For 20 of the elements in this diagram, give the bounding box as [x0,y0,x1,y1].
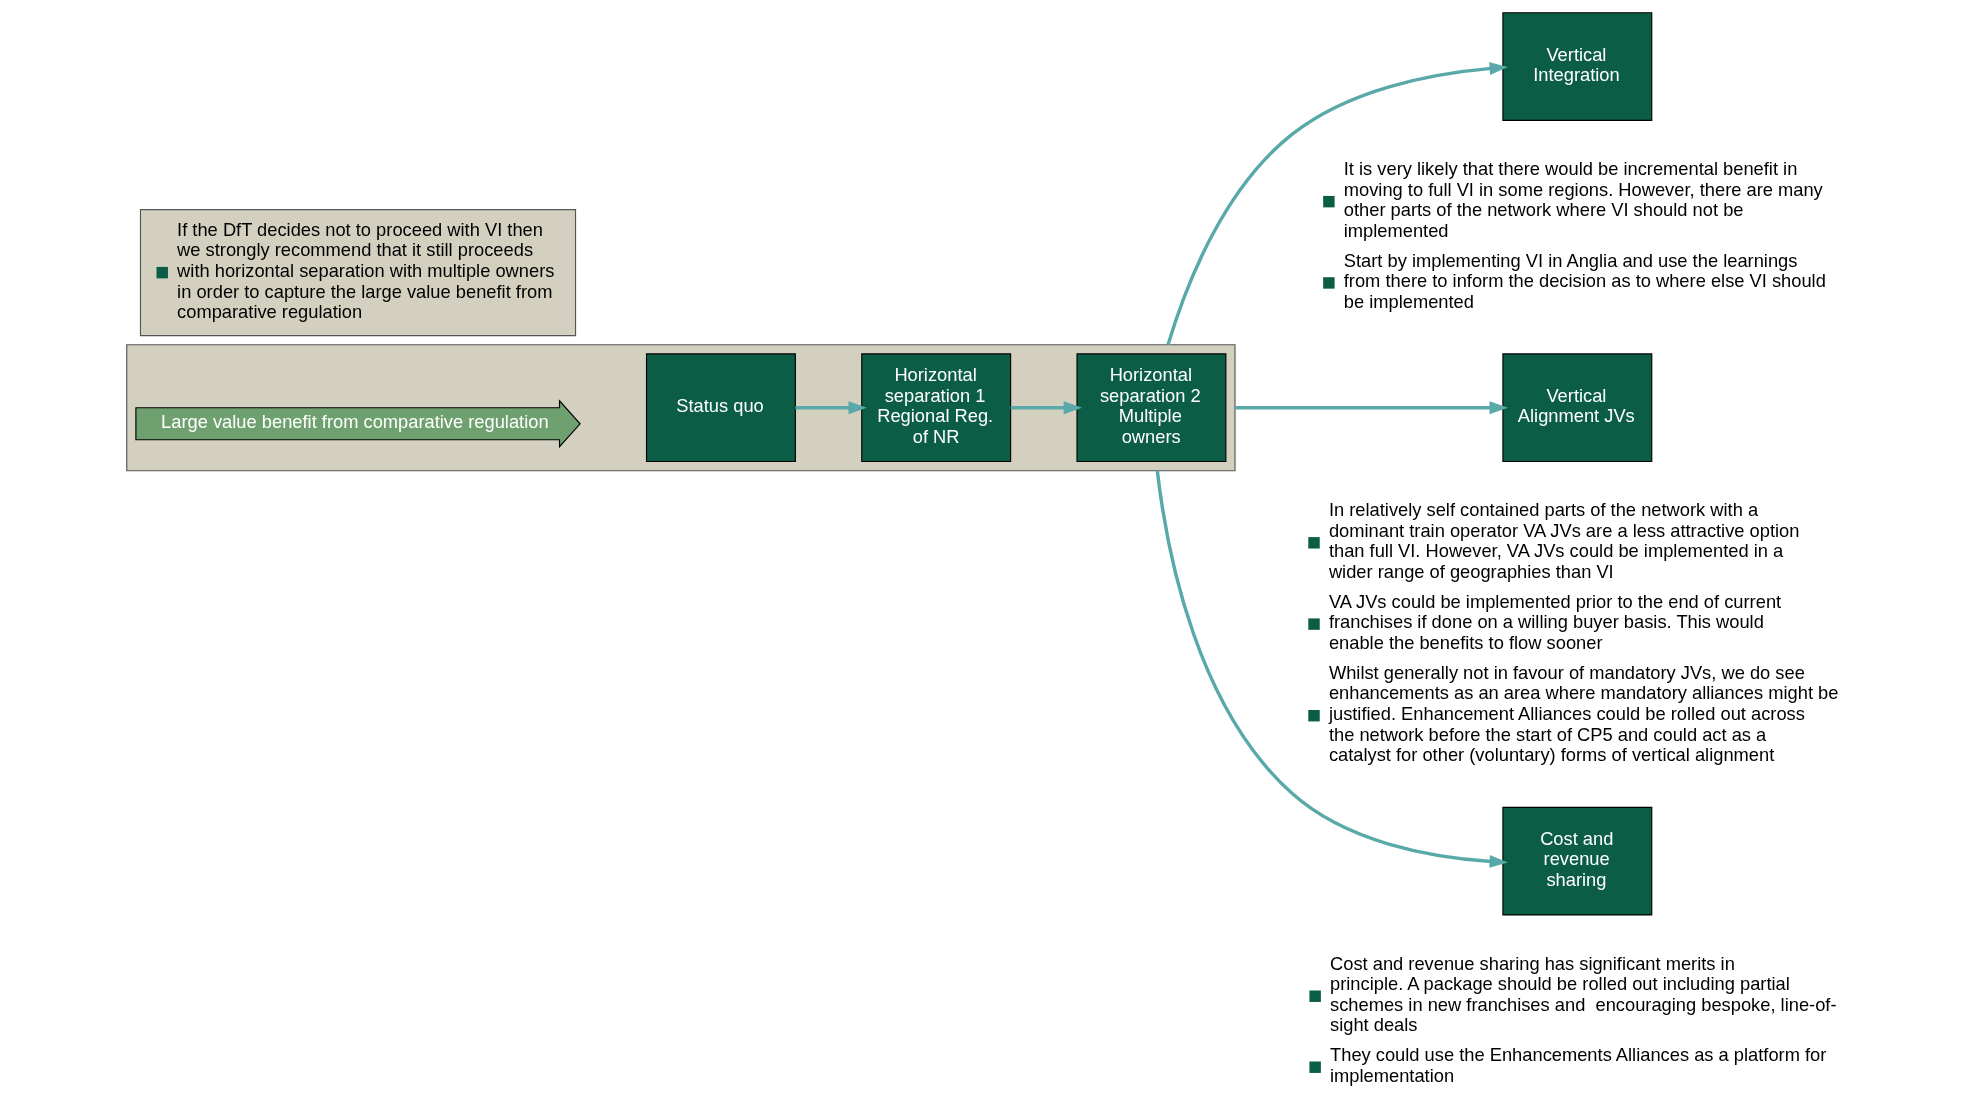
node-box: Vertical Alignment JVs [1502,353,1653,463]
arrow [1155,470,1508,868]
arrow [1010,401,1083,415]
node-label: Whilst generally not in favour of mandatory JVs, we do see enhancements as an area where mandatory alliances might be justified. Enhancement Alliances could be rolled out across the network before the start of CP5 and could act as a catalyst for other (voluntary) forms of vertical alignment [1328,661,1839,766]
node-label: VA JVs could be implemented prior to the end of current franchises if done on a willing buyer basis. This would enable the benefits to flow sooner [1328,590,1782,654]
node-box: Horizontal separation 1 Regional Reg. of NR [861,353,1012,463]
node-box: Status quo [645,353,796,463]
arrow [1235,401,1508,415]
node-box: Vertical Integration [1502,12,1653,121]
arrow [795,401,867,415]
node-label: Cost and revenue sharing has significant merits in principle. A package should be rolled out including partial schemes in new franchises and encouraging bespoke, line-of-sight deals [1330,952,1837,1036]
node-label: It is very likely that there would be incremental benefit in moving to full VI in some regions. However, there are many other parts of the network where VI should not be implemented [1343,158,1823,241]
node-label: They could use the Enhancements Alliances as a platform for implementation [1330,1044,1827,1086]
arrow [1166,62,1508,346]
node-box: Cost and revenue sharing [1502,806,1653,916]
node-label: In relatively self contained parts of the network with a dominant train operator VA JVs are a less attractive option than full VI. However, VA JVs could be implemented in a wider range of geographies than VI [1328,499,1800,583]
node-box: Horizontal separation 2 Multiple owners [1076,353,1227,463]
node-box: If the DfT decides not to proceed with VI then we strongly recommend that it still proceeds with horizontal separation with multiple owners in order to capture the large value benefit from comparative regulation [139,209,577,337]
cluster [126,344,1236,472]
node-label: Start by implementing VI in Anglia and use the learnings from there to inform the decision as to where else VI should be implemented [1343,249,1826,312]
